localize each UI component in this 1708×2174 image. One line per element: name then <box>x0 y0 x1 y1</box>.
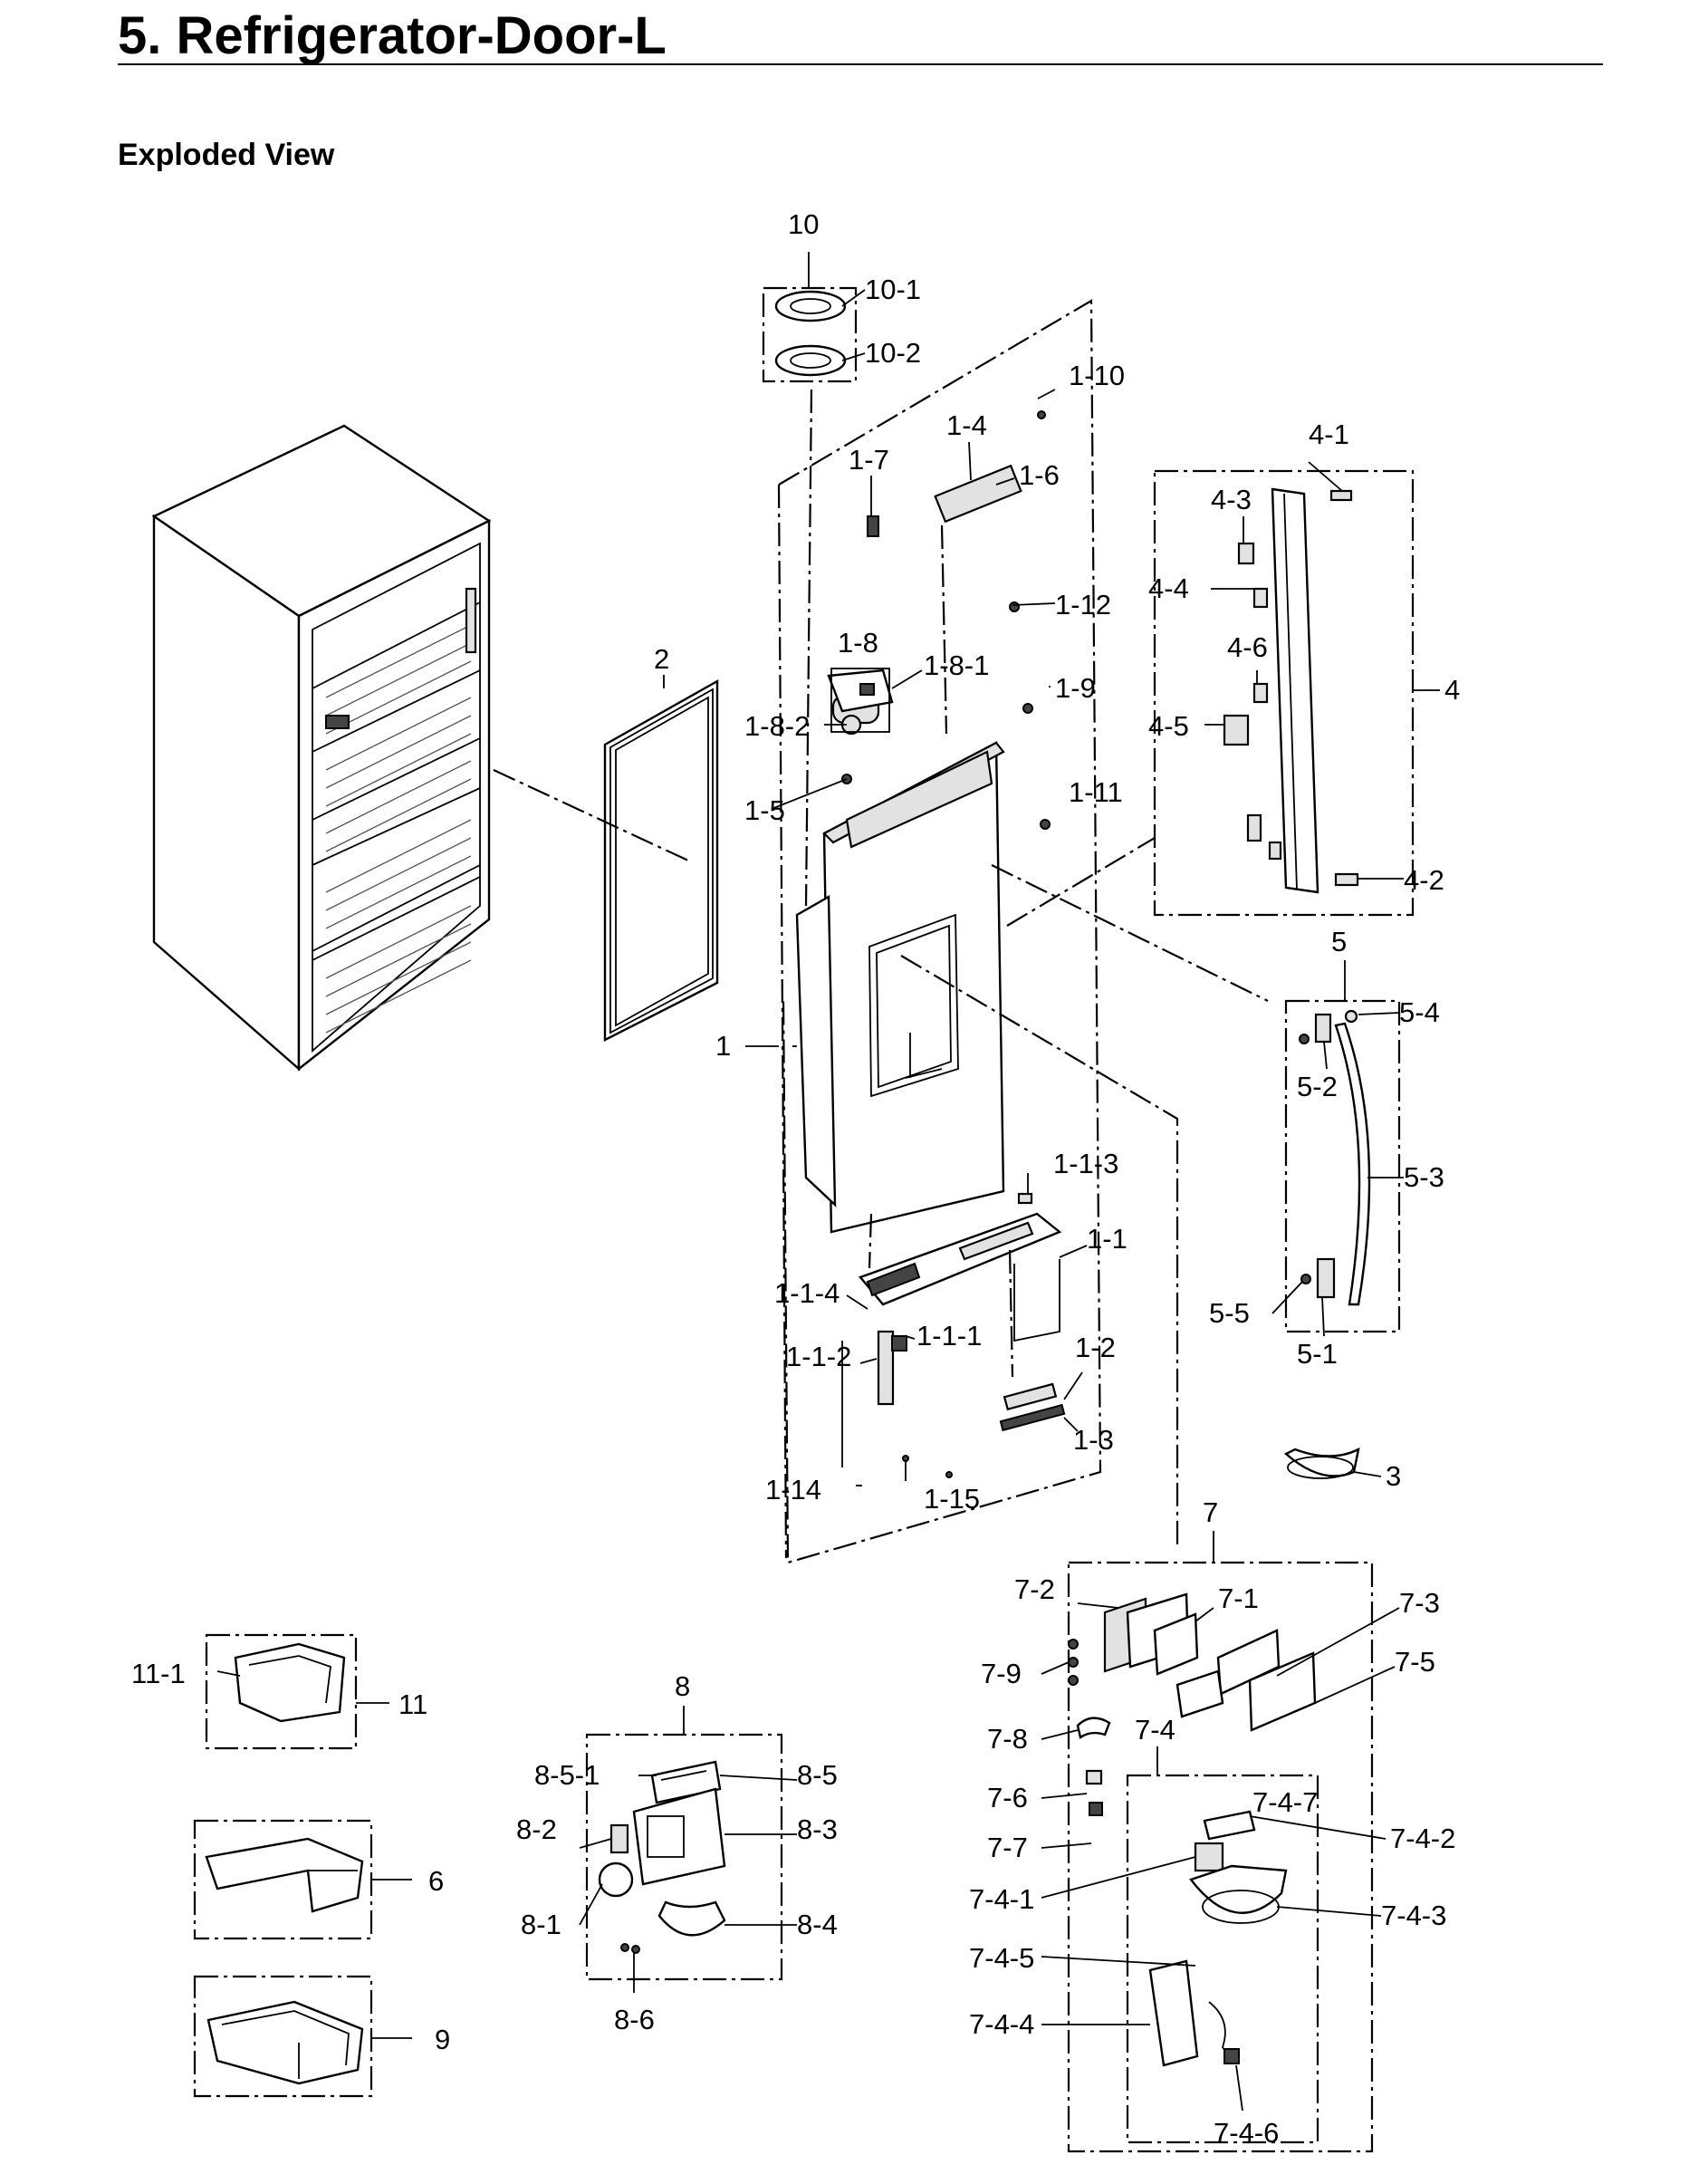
callout-label: 1-1-2 <box>786 1341 851 1372</box>
callout-label: 5-4 <box>1399 996 1440 1028</box>
callout-label: 1-12 <box>1055 589 1111 620</box>
door-gasket-part <box>603 678 719 1042</box>
callout-label: 7-4-3 <box>1381 1900 1446 1931</box>
refrigerator-cabinet-illustration <box>151 424 492 1072</box>
callout-label: 4-2 <box>1404 864 1444 896</box>
callout-label: 7-4-6 <box>1214 2117 1279 2149</box>
callout-label: 7-3 <box>1399 1587 1440 1619</box>
callout-label: 5-2 <box>1297 1071 1338 1102</box>
callout-label: 7-1 <box>1218 1582 1259 1614</box>
callout-label: 4-4 <box>1148 572 1189 604</box>
callout-label: 1-11 <box>1069 776 1123 808</box>
callout-label: 7-7 <box>987 1832 1028 1863</box>
callout-label: 1-6 <box>1019 459 1060 491</box>
page-title: 5. Refrigerator-Door-L <box>118 6 667 65</box>
callout-label: 1-14 <box>765 1474 821 1505</box>
callout-label: 7-4 <box>1135 1714 1175 1746</box>
callout-label: 2 <box>654 643 669 675</box>
callout-label: 1-1-4 <box>774 1277 840 1309</box>
callout-label: 4-1 <box>1309 418 1349 450</box>
callout-label: 1-2 <box>1075 1332 1116 1363</box>
callout-label: 10 <box>788 208 819 240</box>
door-assembly-group <box>762 286 1102 1564</box>
callout-label: 1-1-3 <box>1053 1148 1118 1179</box>
callout-label: 5 <box>1331 926 1347 957</box>
callout-label: 11-1 <box>131 1658 186 1689</box>
handle-group <box>1284 999 1401 1333</box>
callout-label: 1-5 <box>744 794 785 826</box>
callout-label: 8-1 <box>521 1909 561 1940</box>
callout-label: 7-5 <box>1395 1646 1435 1678</box>
callout-label: 8-4 <box>797 1909 838 1940</box>
callout-label: 1-7 <box>849 444 889 476</box>
callout-label: 1-8-1 <box>924 649 989 681</box>
part-3-cover <box>1283 1447 1360 1479</box>
assembly-leader-lines <box>493 769 1269 1549</box>
callout-label: 1-1-1 <box>916 1320 982 1352</box>
callout-label: 9 <box>435 2024 450 2055</box>
callout-label: 10-2 <box>865 337 921 369</box>
callout-label: 3 <box>1386 1460 1401 1492</box>
callout-label: 7-9 <box>981 1658 1022 1689</box>
callout-label: 1-8 <box>838 627 878 659</box>
callout-label: 8 <box>675 1670 690 1702</box>
callout-label: 7-4-2 <box>1390 1823 1455 1854</box>
callout-label: 7-4-1 <box>969 1883 1034 1915</box>
callout-label: 8-6 <box>614 2004 655 2035</box>
callout-label: 5-3 <box>1404 1161 1444 1193</box>
callout-label: 8-2 <box>516 1813 557 1845</box>
callout-label: 7-2 <box>1014 1573 1055 1605</box>
callout-label: 7-8 <box>987 1723 1028 1755</box>
callout-label: 6 <box>428 1865 444 1897</box>
callout-label: 1-4 <box>946 409 987 441</box>
callout-label: 1-8-2 <box>744 710 810 742</box>
hinge-rail-group <box>1153 469 1415 917</box>
dispenser-assembly-group <box>1067 1561 1374 2153</box>
callout-label: 7 <box>1203 1496 1218 1528</box>
callout-label: 7-4-7 <box>1252 1786 1318 1818</box>
callout-label: 8-5-1 <box>534 1759 600 1791</box>
callout-leader-lines <box>216 252 1440 2111</box>
part-6-shelf <box>193 1819 373 1940</box>
callout-label: 5-5 <box>1209 1297 1250 1329</box>
callout-label: 1-15 <box>924 1483 980 1515</box>
callout-label: 4 <box>1444 674 1460 706</box>
callout-label: 4-3 <box>1211 484 1252 515</box>
section-subtitle: Exploded View <box>118 138 335 172</box>
callout-label: 5-1 <box>1297 1338 1338 1370</box>
ice-maker-assembly-group <box>585 1733 783 1981</box>
callout-label: 8-3 <box>797 1813 838 1845</box>
callout-labels: 10 10-1 10-2 1-10 1-4 1-7 1-6 1-12 1-8 1… <box>131 208 1460 2149</box>
callout-label: 1 <box>715 1030 731 1062</box>
callout-label: 1-9 <box>1055 672 1096 704</box>
callout-label: 1-1 <box>1087 1223 1127 1255</box>
callout-label: 7-6 <box>987 1782 1028 1813</box>
part-11-bin <box>205 1633 358 1750</box>
callout-label: 11 <box>398 1688 427 1720</box>
part-9-shelf <box>193 1975 373 2098</box>
title-rule <box>118 63 1603 65</box>
callout-label: 1-3 <box>1073 1424 1114 1456</box>
callout-label: 1-10 <box>1069 360 1125 391</box>
callout-label: 10-1 <box>865 274 921 305</box>
callout-label: 4-6 <box>1227 631 1268 663</box>
callout-label: 7-4-4 <box>969 2008 1034 2040</box>
callout-label: 7-4-5 <box>969 1942 1034 1974</box>
callout-label: 4-5 <box>1148 710 1189 742</box>
callout-label: 8-5 <box>797 1759 838 1791</box>
